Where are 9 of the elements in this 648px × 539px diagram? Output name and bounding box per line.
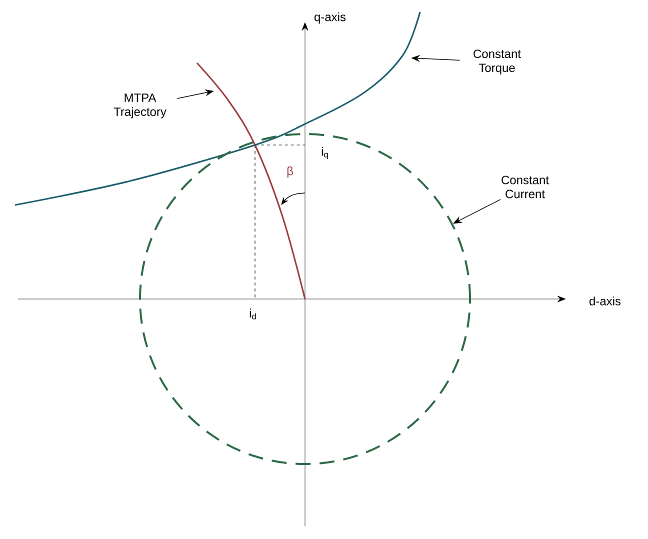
curve-label: Constant Torque xyxy=(474,50,521,74)
current-label: i$_{q}$ xyxy=(322,146,328,160)
angle-label: β xyxy=(287,166,293,178)
axis-label: d-axis xyxy=(590,296,621,306)
axis-label: q-axis xyxy=(314,12,346,24)
curve-label: MTPA Trajectory xyxy=(114,94,166,118)
current-label: i$_{d}$ xyxy=(250,308,256,320)
curve-label: Constant Current xyxy=(502,176,549,198)
current-circle xyxy=(139,133,471,465)
